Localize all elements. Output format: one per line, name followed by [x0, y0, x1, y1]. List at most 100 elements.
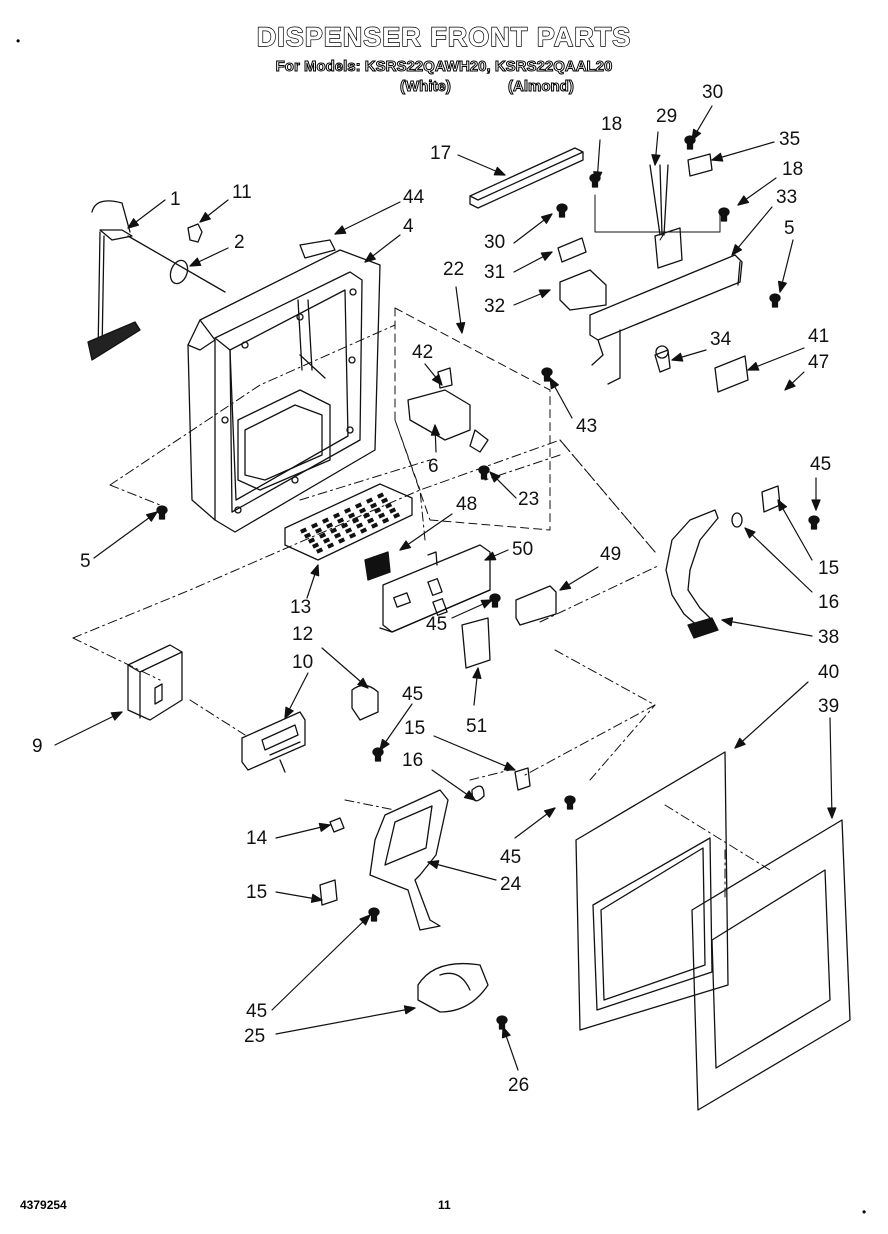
grille-hole — [345, 527, 353, 534]
shaft-lines — [594, 194, 721, 241]
arrowhead — [379, 738, 390, 751]
leader-line — [271, 914, 371, 1011]
callout-c15c: 15 — [246, 882, 267, 903]
part-10-switch-bracket — [241, 711, 306, 773]
arrowhead — [359, 914, 371, 926]
models-line: For Models: KSRS22QAWH20, KSRS22QAAL20 — [275, 58, 613, 76]
callout-c18b: 18 — [782, 159, 803, 180]
grille-hole — [330, 527, 338, 534]
grille-hole — [385, 502, 393, 509]
corner-mark-top: • — [16, 34, 21, 48]
arrowhead — [503, 761, 516, 771]
callout-c26: 26 — [508, 1075, 529, 1096]
grille-hole — [315, 527, 323, 534]
callout-c30a: 30 — [702, 82, 723, 103]
arrowhead — [593, 171, 603, 183]
callout-c12: 12 — [292, 624, 313, 645]
arrowhead — [357, 677, 369, 689]
leader-line — [744, 527, 813, 593]
leader-line — [711, 141, 775, 161]
arrowhead — [540, 251, 553, 261]
arrowhead — [493, 166, 506, 176]
part-25-ice-chute — [417, 962, 489, 1013]
screw — [718, 207, 730, 222]
arrowhead — [777, 280, 787, 293]
callout-c5a: 5 — [784, 218, 795, 239]
grille-hole — [310, 522, 319, 529]
callout-c50: 50 — [512, 539, 533, 560]
grille-hole — [370, 522, 379, 529]
arrowhead — [651, 154, 661, 166]
grille-hole — [333, 532, 342, 539]
callout-c18a: 18 — [601, 114, 622, 135]
arrowhead — [734, 737, 746, 749]
callout-c34: 34 — [710, 329, 732, 350]
part-49-bracket — [515, 585, 557, 626]
grille-hole — [359, 507, 367, 514]
arrowhead — [310, 893, 323, 903]
callout-c14: 14 — [246, 828, 268, 849]
grille-hole — [319, 532, 327, 539]
arrowhead — [284, 706, 294, 719]
callout-c23: 23 — [518, 489, 539, 510]
grille-hole — [382, 517, 390, 524]
leader-line — [93, 511, 158, 559]
corner-mark: • — [862, 1205, 867, 1219]
callout-c13: 13 — [290, 597, 311, 618]
callout-c22: 22 — [443, 259, 464, 280]
arrowhead — [489, 471, 501, 483]
callout-c47: 47 — [808, 352, 829, 373]
callout-c5b: 5 — [80, 551, 91, 572]
arrowhead — [737, 195, 750, 206]
part-2-grommet — [169, 259, 189, 285]
screw — [564, 795, 576, 810]
variant-white: (White) — [400, 78, 452, 96]
arrowhead — [543, 807, 556, 818]
grille-hole — [363, 512, 371, 519]
screw — [372, 747, 384, 762]
part-41-plate — [714, 355, 749, 393]
arrowhead — [480, 599, 493, 609]
callout-c33: 33 — [776, 187, 797, 208]
part-15-16-right — [731, 485, 781, 528]
callout-c6: 6 — [428, 456, 439, 477]
callout-c40: 40 — [818, 662, 839, 683]
arrowhead — [559, 580, 572, 591]
grille-hole — [337, 537, 346, 544]
arrowhead — [811, 499, 821, 511]
screw — [556, 203, 568, 218]
leader-line — [829, 717, 833, 819]
part-4-dispenser-housing — [187, 239, 381, 533]
arrowhead — [721, 617, 734, 627]
grille-hole — [348, 532, 357, 539]
part-35-clip — [687, 153, 713, 177]
arrowhead — [463, 790, 476, 801]
part-40-frame — [575, 751, 729, 1031]
part-14-spring — [329, 817, 345, 833]
page-number: 11 — [438, 1198, 451, 1212]
arrowhead — [427, 860, 440, 870]
arrowhead — [784, 379, 796, 391]
callout-c35: 35 — [779, 129, 800, 150]
grille-hole — [348, 512, 356, 519]
page-title: DISPENSER FRONT PARTS — [256, 21, 632, 52]
callout-c45c: 45 — [402, 684, 423, 705]
assembly-lines — [72, 324, 771, 901]
callout-c17: 17 — [430, 143, 451, 164]
callout-c45e: 45 — [246, 1001, 267, 1022]
callout-c4: 4 — [403, 216, 414, 237]
document-number: 4379254 — [20, 1198, 67, 1212]
callout-c15b: 15 — [404, 718, 425, 739]
arrowhead — [145, 511, 158, 522]
callout-c45a: 45 — [810, 454, 831, 475]
part-31-32-brackets — [557, 237, 607, 311]
callout-c1: 1 — [170, 189, 181, 210]
arrowhead — [472, 667, 482, 679]
callout-c24: 24 — [500, 874, 522, 895]
callout-c45b: 45 — [426, 614, 447, 635]
callout-c43: 43 — [576, 416, 597, 437]
part-48-pad — [364, 551, 391, 581]
arrowhead — [691, 128, 702, 141]
screw — [496, 1015, 508, 1030]
